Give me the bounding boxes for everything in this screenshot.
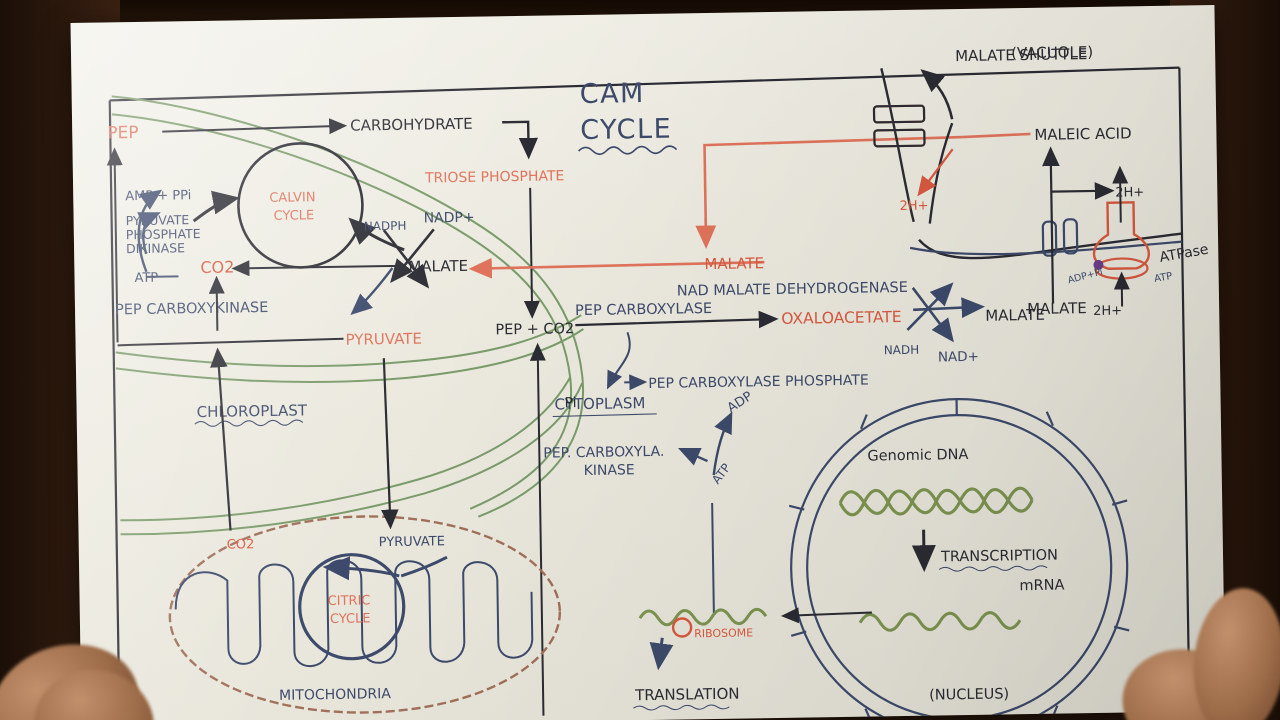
amp-ppi-label: AMP + PPi — [125, 188, 191, 204]
triose-down-arrow — [523, 187, 540, 319]
carbohydrate-label: CARBOHYDRATE — [350, 115, 473, 135]
vacuole-label: (VACUOLE) — [1011, 43, 1093, 62]
citric-cycle-line1: CITRIC — [328, 593, 371, 609]
malate-antiporter — [872, 104, 926, 148]
pyruvate-to-mito-arrow — [381, 358, 399, 530]
genomic-dna-strand-b — [838, 486, 1034, 517]
malate-red-label: MALATE — [704, 254, 764, 273]
translation-label: TRANSLATION — [634, 685, 740, 705]
pyruvate-label-mitochondria: PYRUVATE — [379, 534, 445, 550]
adp-pi-label: ADP+Pi — [1067, 266, 1104, 286]
triose-phosphate-label: TRIOSE PHOSPHATE — [424, 168, 565, 186]
malate-label-cytoplasm: MALATE — [985, 306, 1045, 325]
cell-boundary — [108, 66, 1191, 720]
pep-carboxylase-kinase-line2: KINASE — [584, 462, 635, 479]
citric-cycle-line2: CYCLE — [330, 611, 371, 627]
carbohydrate-to-triose-arrow — [502, 120, 538, 160]
pep-carboxylase-label: PEP CARBOXYLASE — [575, 301, 712, 319]
nadp-plus-label: NADP+ — [424, 210, 475, 227]
ribosome-label: RIBOSOME — [694, 626, 753, 640]
pep-carboxylase-phosphate-branch — [607, 331, 631, 390]
nadh-label: NADH — [884, 343, 920, 358]
translation-arrow — [649, 637, 674, 671]
atp-label-chloroplast: ATP — [134, 271, 158, 286]
nadph-crossing-arrows — [350, 228, 435, 316]
cytoplasm-underline — [552, 413, 657, 418]
pep-to-carbohydrate — [162, 118, 348, 135]
malate-vacuole-in-label: MALATE — [1027, 299, 1087, 318]
pyruvate-phosphate-dikinase-line1: PYRUVATE — [126, 212, 190, 228]
diagram-title-line2: CYCLE — [580, 114, 672, 146]
nadph-label: NADPH — [364, 219, 407, 234]
pep-carboxylase-phosphate-label: PEP CARBOXYLASE PHOSPHATE — [648, 373, 869, 392]
translation-underline — [633, 704, 730, 711]
malate-to-co2-arrow — [231, 260, 405, 277]
atpase-label: ATPase — [1158, 242, 1209, 266]
pep-co2-up-arrow — [529, 342, 546, 716]
co2-up-arrow — [208, 275, 225, 331]
two-h-bottom-label: 2H+ — [1093, 304, 1122, 319]
cytoplasm-label: CYTOPLASM — [554, 394, 645, 413]
malate-dehydrogenase-arrows — [906, 282, 985, 343]
calvin-cycle-label-line1: CALVIN — [269, 190, 315, 206]
atpase-pump — [1092, 165, 1150, 307]
pep-plus-co2-label: PEP + CO2 — [495, 321, 574, 338]
malate-uptake-arrows — [1042, 146, 1115, 304]
paper-sheet: .t{font-family:"DejaVu Sans", sans-serif… — [70, 5, 1226, 720]
adp-label: ADP — [725, 389, 756, 416]
transcription-label: TRANSCRIPTION — [940, 548, 1058, 566]
pi-label: Pi — [564, 395, 576, 411]
co2-label-chloroplast: CO2 — [200, 257, 234, 277]
two-h-red-arrow — [917, 148, 954, 197]
atp-label-vacuole: ATP — [1153, 271, 1173, 285]
cam-cycle-diagram: .t{font-family:"DejaVu Sans", sans-serif… — [106, 43, 1210, 720]
pep-carboxylase-arrow — [575, 310, 779, 329]
maleic-acid-label: MALEIC ACID — [1034, 124, 1131, 144]
atp-label-cytoplasm: ATP — [709, 461, 733, 487]
nucleus-label: (NUCLEUS) — [929, 686, 1009, 703]
nad-malate-dehydrogenase-label: NAD MALATE DEHYDROGENASE — [677, 280, 908, 300]
malate-channel — [1041, 218, 1079, 257]
diagram-title-line1: CAM — [579, 78, 645, 110]
pyruvate-label-chloroplast: PYRUVATE — [345, 330, 422, 349]
oxaloacetate-label: OXALOACETATE — [781, 308, 902, 328]
calvin-cycle-label-line2: CYCLE — [273, 208, 314, 224]
pyruvate-line-chloroplast — [117, 337, 344, 347]
mitochondria — [168, 515, 562, 714]
ribosome-icon — [671, 617, 693, 638]
malate-shuttle-path — [468, 132, 1031, 279]
vacuole-membrane-right — [909, 240, 1183, 256]
pep-label: PEP — [107, 123, 139, 143]
malate-label-chloroplast: MALATE — [408, 257, 468, 276]
pep-carboxylase-kinase-line1: PEP. CARBOXYLA. — [543, 444, 664, 462]
mrna-export-arrow — [780, 607, 872, 624]
mitochondria-label: MITOCHONDRIA — [279, 686, 391, 704]
cytoplasmic-mrna-strand — [638, 607, 768, 627]
two-h-red-label: 2H+ — [899, 199, 928, 214]
title-underline — [578, 145, 678, 156]
pep-regeneration-arrows — [106, 147, 179, 343]
transcription-underline — [938, 565, 1048, 572]
malate-shuttle-arrow — [920, 69, 954, 120]
mrna-label: mRNA — [1019, 577, 1064, 594]
chloroplast-label: CHLOROPLAST — [197, 401, 308, 421]
pyruvate-phosphate-dikinase-line3: DIKINASE — [126, 240, 185, 256]
co2-label-mitochondria: CO2 — [227, 537, 255, 552]
kinase-atp-adp-arrows — [678, 411, 733, 614]
chloroplast-underline — [194, 419, 304, 427]
co2-mito-to-chloroplast-arrow — [210, 347, 232, 531]
genomic-dna-label: Genomic DNA — [867, 447, 968, 465]
nad-plus-label: NAD+ — [938, 349, 979, 366]
mrna-strand — [858, 611, 1022, 632]
two-h-top-label: 2H+ — [1115, 185, 1144, 200]
pep-carboxykinase-label: PEP CARBOXYKINASE — [115, 300, 268, 318]
vacuole-membrane — [880, 68, 1183, 260]
pyruvate-phosphate-dikinase-line2: PHOSPHATE — [126, 226, 201, 242]
malate-shuttle-label: MALATE SHUTTLE — [955, 45, 1087, 65]
transcription-arrow — [911, 529, 936, 573]
